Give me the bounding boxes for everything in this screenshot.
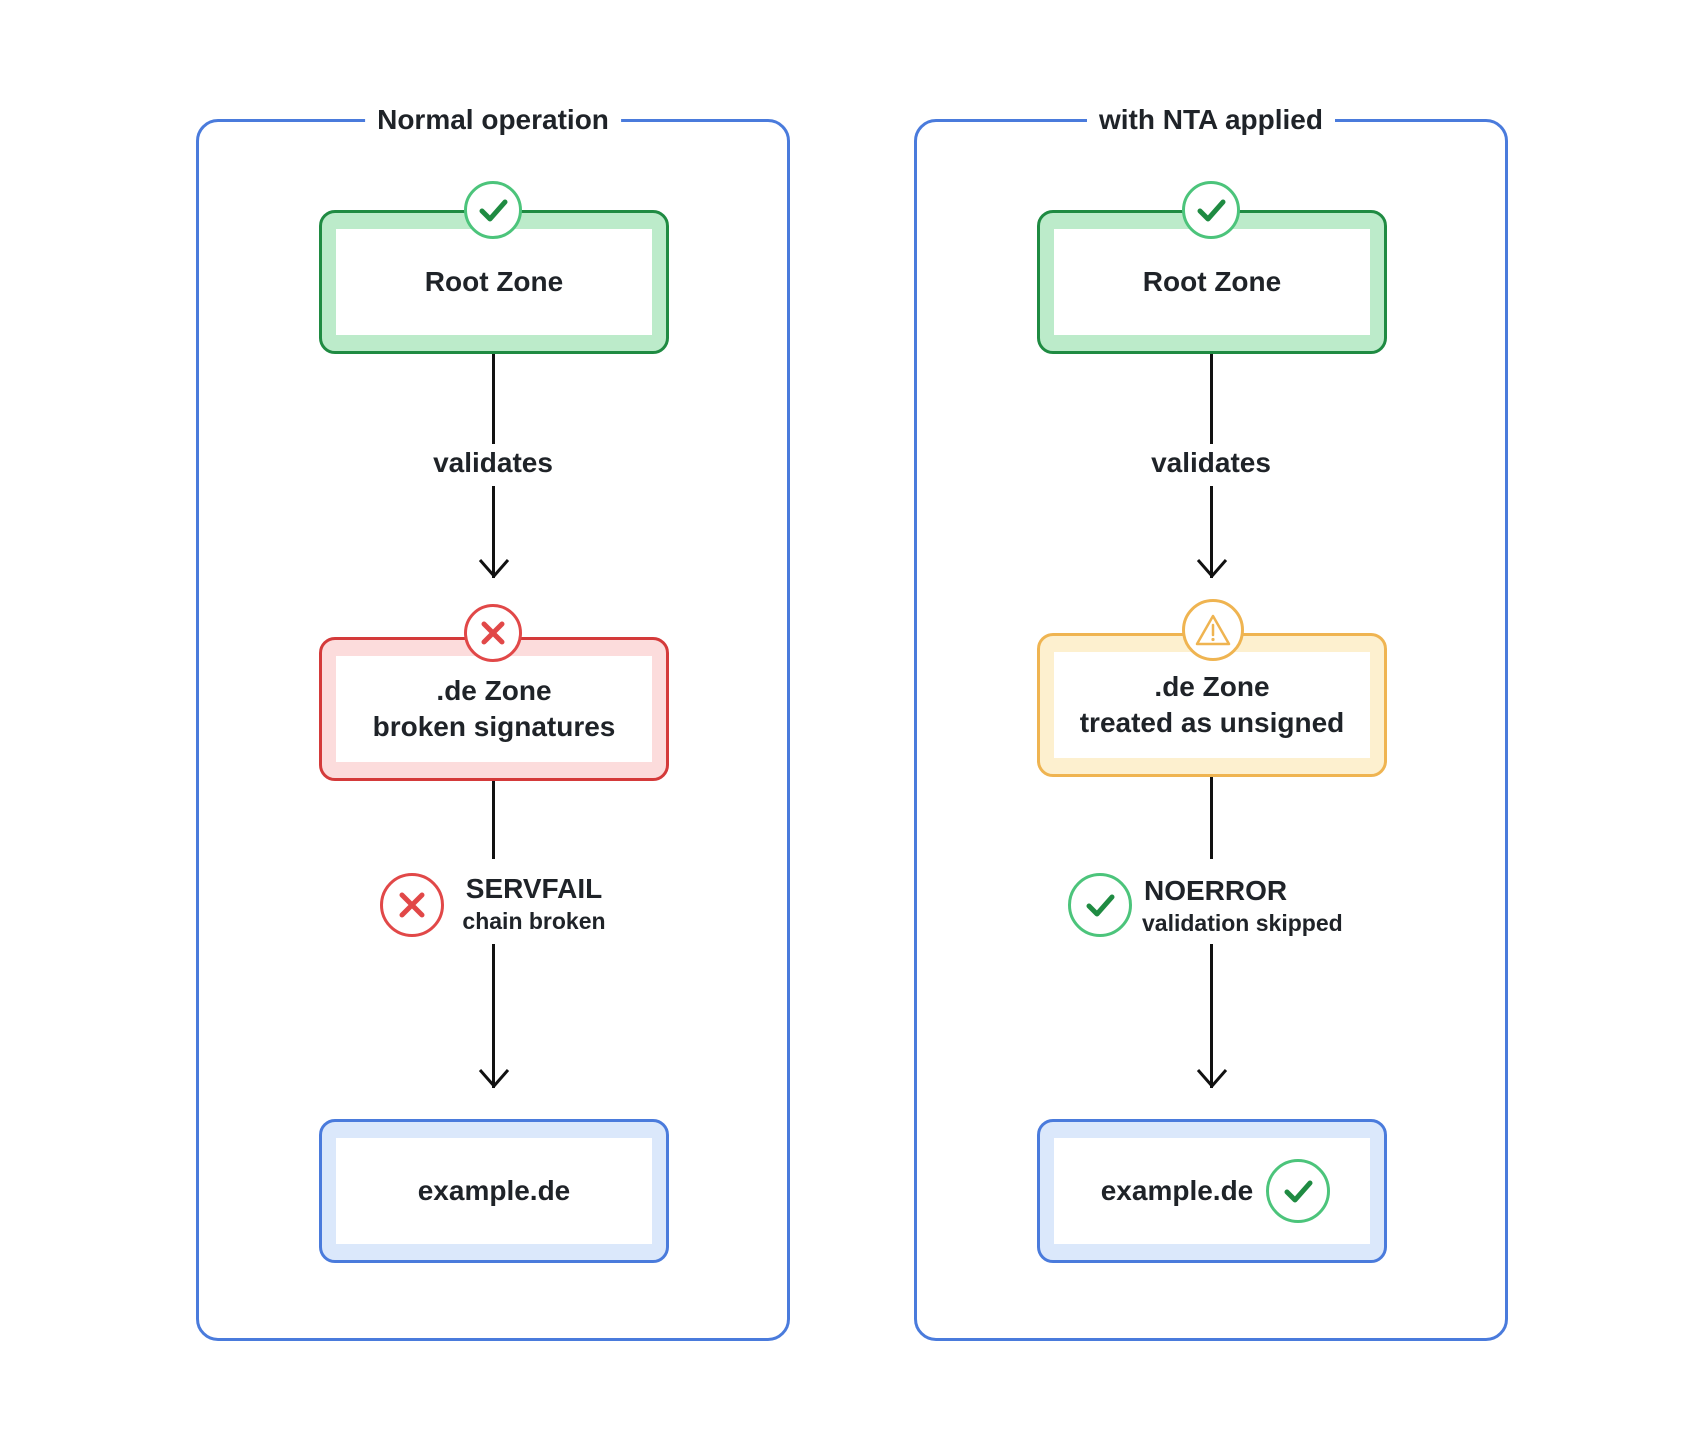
connector-line (492, 781, 495, 859)
status-noerror: NOERROR validation skipped (1142, 874, 1372, 938)
connector-line (1210, 354, 1213, 444)
status-title: NOERROR (1144, 875, 1288, 906)
node-label: Root Zone (424, 266, 564, 297)
connector-line (492, 486, 495, 578)
warning-triangle-icon (1182, 599, 1244, 661)
panel-normal-operation: Normal operation (196, 102, 790, 1341)
panel-nta-applied: with NTA applied (914, 102, 1508, 1341)
validates-label: validates (1151, 447, 1271, 478)
connector-line (492, 354, 495, 444)
node-label-line1: .de Zone (436, 675, 552, 706)
arrow-head-icon (1196, 1069, 1228, 1089)
panel-title: with NTA applied (1087, 102, 1335, 138)
de-zone-node: .de Zone treated as unsigned (1037, 633, 1387, 777)
status-title: SERVFAIL (465, 873, 603, 904)
de-zone-node: .de Zone broken signatures (319, 637, 669, 781)
panel-title: Normal operation (365, 102, 621, 138)
connector-line (1210, 486, 1213, 578)
status-subtitle: chain broken (462, 908, 606, 934)
node-label-line2: broken signatures (372, 711, 616, 742)
node-label-line1: .de Zone (1154, 671, 1270, 702)
connector-line (1210, 777, 1213, 859)
arrow-head-icon (478, 1069, 510, 1089)
status-servfail: SERVFAIL chain broken (454, 872, 614, 936)
example-de-node: example.de (1037, 1119, 1387, 1263)
check-circle-icon (1068, 873, 1132, 937)
x-circle-icon (464, 604, 522, 662)
connector-line (492, 944, 495, 1088)
arrow-head-icon (478, 559, 510, 579)
example-de-node: example.de (319, 1119, 669, 1263)
status-subtitle: validation skipped (1142, 910, 1343, 936)
node-label: example.de (1100, 1175, 1254, 1206)
node-label: example.de (417, 1175, 571, 1206)
check-circle-icon (464, 181, 522, 239)
connector-line (1210, 944, 1213, 1088)
arrow-head-icon (1196, 559, 1228, 579)
x-circle-icon (380, 873, 444, 937)
node-label-line2: treated as unsigned (1079, 707, 1345, 738)
node-label: Root Zone (1142, 266, 1282, 297)
check-circle-icon (1182, 181, 1240, 239)
validates-label: validates (433, 447, 553, 478)
check-circle-icon (1266, 1159, 1330, 1223)
